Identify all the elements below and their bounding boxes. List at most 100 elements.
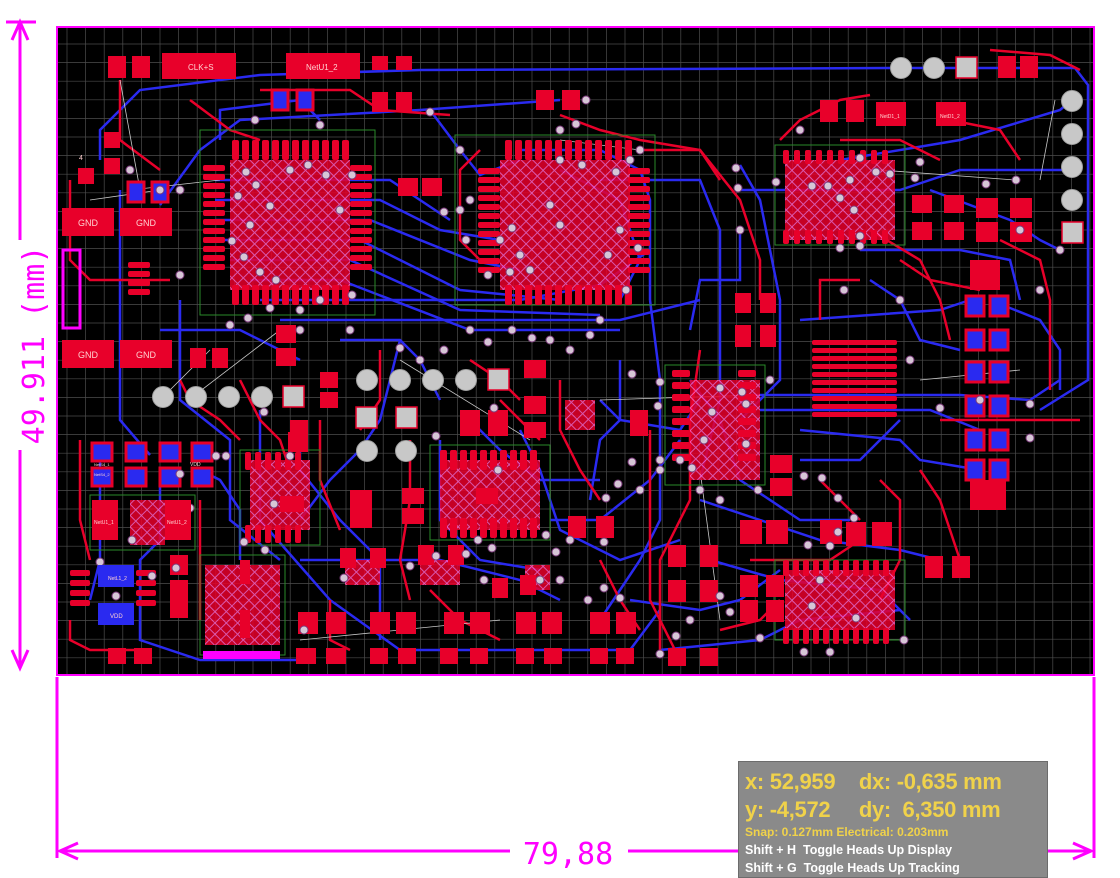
ic-pin [478,249,500,255]
ic-pin [232,285,239,305]
via [741,439,751,449]
via [175,185,185,195]
hud-x-value: x: 52,959 [745,769,836,794]
ic-pin [871,230,877,244]
ic-pin [827,230,833,244]
via [1055,245,1065,255]
via [599,583,609,593]
via [395,343,405,353]
ic-pin [203,219,225,225]
via [615,225,625,235]
via [855,153,865,163]
smd-pad [668,580,686,602]
ic-pin [783,230,789,244]
through-hole-pad-square [355,406,378,429]
smd-pad [470,612,490,634]
ic-pin [812,388,897,393]
net-label: NetS4_2 [94,472,110,477]
smd-pad [820,100,838,122]
via [725,607,735,617]
via [515,250,525,260]
net-label: NetL1_2 [108,576,127,582]
ic-pin [882,230,888,244]
ic-pin [843,560,849,576]
ic-pin [478,204,500,210]
ic-pin [863,560,869,576]
ic-pin [505,140,512,160]
ic-pin [70,590,90,596]
ic-pin [812,348,897,353]
via [339,573,349,583]
via [731,163,741,173]
smd-pad [590,648,608,664]
via [835,193,845,203]
via [465,325,475,335]
smd-pad [396,56,412,70]
bottom-pad [964,328,986,352]
ic-pin [525,285,532,305]
ic-pin [342,285,349,305]
smd-pad [296,648,316,664]
ic-pin [738,454,756,461]
ic-pin [873,560,879,576]
ic-pin [816,230,822,244]
via [671,631,681,641]
via [833,527,843,537]
ic-pin [833,628,839,644]
ic-pin [783,560,789,576]
ic-pin [245,452,251,470]
smd-pad [170,580,188,600]
via [910,173,920,183]
net-label: NetD1_2 [940,114,960,120]
gnd-label: GND [136,218,157,228]
via [265,201,275,211]
ic-pin [350,219,372,225]
ic-pin [793,628,799,644]
ic-pin [672,406,690,413]
smd-pad [740,600,758,622]
via [473,535,483,545]
via [259,407,269,417]
via [239,252,249,262]
via [315,120,325,130]
via [735,225,745,235]
smd-pad [402,488,424,504]
smd-pad [872,522,892,546]
smd-pad [735,325,751,347]
smd-pad [616,648,634,664]
through-hole-pad [185,386,207,408]
ic-pin [203,201,225,207]
via [431,431,441,441]
smd-pad [524,396,546,414]
smd-pad [516,612,536,634]
ic-pin [575,285,582,305]
via [245,220,255,230]
via [803,540,813,550]
via [233,191,243,201]
ic-pin [460,450,467,470]
smd-pad [372,56,388,70]
via [285,165,295,175]
ic-pin [460,518,467,538]
via [655,455,665,465]
via [753,485,763,495]
smd-pad [740,575,758,597]
smd-pad [104,158,120,174]
smd-pad [970,480,1006,510]
smd-pad [944,222,964,240]
ic-pin [530,450,537,470]
smd-pad [326,612,346,634]
smd-pad [770,478,792,496]
via [527,333,537,343]
ic-pin [838,230,844,244]
smd-pad [770,455,792,473]
height-dimension [6,18,36,672]
smd-pad [492,578,508,598]
via [255,267,265,277]
ic-pin [478,168,500,174]
ic-pin [332,140,339,160]
via [265,303,275,313]
via [611,167,621,177]
via [741,399,751,409]
